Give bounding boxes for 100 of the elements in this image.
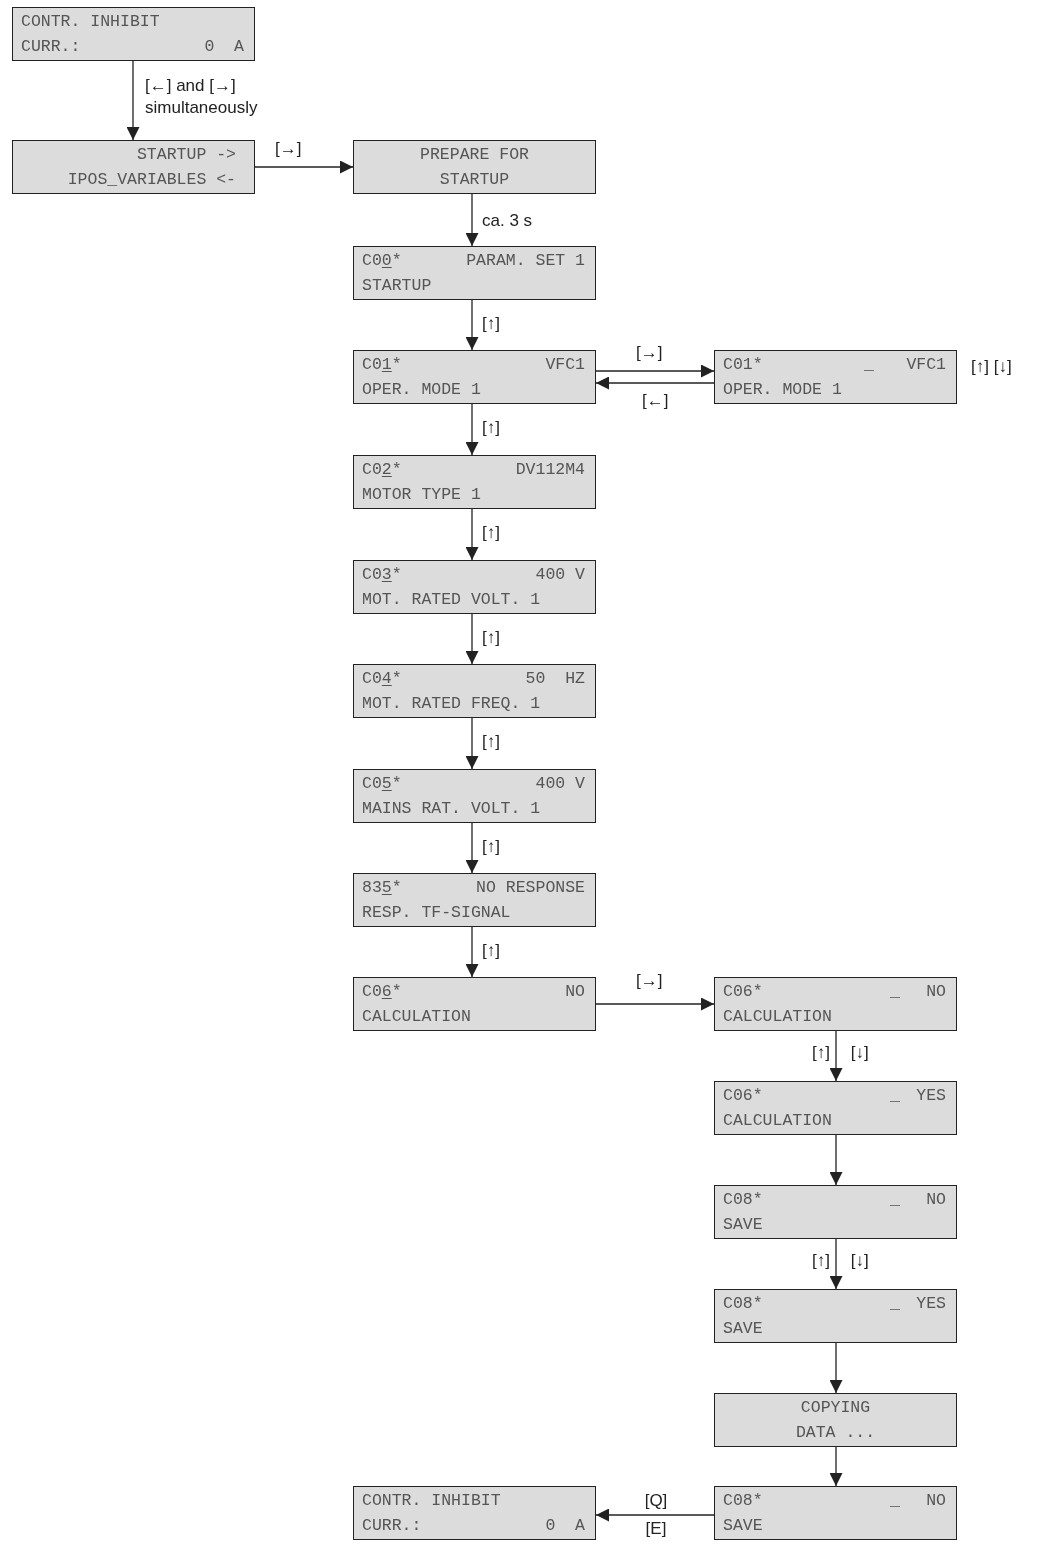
display-text: NO [926, 982, 946, 1002]
lcd-display [353, 769, 596, 823]
display-text: 50 HZ [525, 669, 585, 689]
edge-label: [↑] [482, 731, 500, 753]
display-text: C01* [723, 355, 763, 375]
lcd-display [353, 246, 596, 300]
edge-label: [↑] [↓] [812, 1042, 869, 1064]
arrow [465, 403, 479, 456]
arrow [829, 1030, 843, 1082]
display-text: COPYING [799, 1398, 872, 1418]
edge-label: [↑] [482, 836, 500, 858]
edge-label: [↑] [↓] [812, 1250, 869, 1272]
display-text: MOT. RATED FREQ. 1 [362, 694, 541, 714]
edge-label: [→] [636, 342, 663, 364]
display-text: MOTOR TYPE 1 [362, 485, 481, 505]
display-text: _ [890, 1086, 900, 1106]
display-text: _ [890, 1294, 900, 1314]
edge-label: [←] [642, 390, 669, 412]
arrow [465, 822, 479, 874]
display-text: OPER. MODE 1 [723, 380, 842, 400]
arrow [126, 60, 140, 141]
display-text: 400 V [535, 774, 585, 794]
edge-label: [↑] [482, 417, 500, 439]
arrow [465, 508, 479, 561]
lcd-display [12, 140, 255, 194]
arrow [829, 1134, 843, 1186]
lcd-display [353, 140, 596, 194]
display-text: 0 A [545, 1516, 585, 1536]
display-text: DATA ... [794, 1423, 877, 1443]
edge-label: [↑] [482, 313, 500, 335]
edge-label: [Q] [E] [643, 1490, 669, 1540]
lcd-display [714, 1289, 957, 1343]
display-text: 0 A [204, 37, 244, 57]
display-text: NO [926, 1491, 946, 1511]
display-text: C08* [723, 1190, 763, 1210]
lcd-display [714, 1486, 957, 1540]
lcd-display [353, 560, 596, 614]
display-text: VFC1 [906, 355, 946, 375]
display-text: C08* [723, 1491, 763, 1511]
display-text: PREPARE FOR [419, 145, 530, 165]
display-text: SAVE [723, 1215, 763, 1235]
display-text: 835* [362, 878, 402, 898]
display-text: _ [864, 355, 874, 375]
display-text: SAVE [723, 1319, 763, 1339]
display-text: YES [916, 1086, 946, 1106]
display-text: C06* [362, 982, 402, 1002]
display-text: C08* [723, 1294, 763, 1314]
lcd-display [12, 7, 255, 61]
display-text: CURR.: [362, 1516, 422, 1536]
lcd-display [353, 873, 596, 927]
arrow [829, 1238, 843, 1290]
display-text: CONTR. INHIBIT [21, 12, 160, 32]
display-text: OPER. MODE 1 [362, 380, 481, 400]
display-text: STARTUP -> [136, 145, 236, 165]
edge-label: [←] and [→] simultaneously [145, 75, 259, 119]
display-text: IPOS_VARIABLES <- [67, 170, 236, 190]
display-text: C04* [362, 669, 402, 689]
display-text: 400 V [535, 565, 585, 585]
lcd-display [714, 1393, 957, 1447]
arrow [465, 613, 479, 665]
arrow [465, 717, 479, 770]
display-text: C02* [362, 460, 402, 480]
display-text: STARTUP [362, 276, 432, 296]
display-text: NO [926, 1190, 946, 1210]
display-text: CALCULATION [362, 1007, 471, 1027]
display-text: RESP. TF-SIGNAL [362, 903, 511, 923]
edge-label: ca. 3 s [482, 210, 533, 232]
display-text: DV112M4 [515, 460, 585, 480]
display-text: CONTR. INHIBIT [362, 1491, 501, 1511]
display-text: MAINS RAT. VOLT. 1 [362, 799, 541, 819]
lcd-display [714, 1185, 957, 1239]
arrow [465, 193, 479, 247]
lcd-display [353, 1486, 596, 1540]
lcd-display [353, 977, 596, 1031]
display-text: SAVE [723, 1516, 763, 1536]
key-label: [↑] [↓] [971, 356, 1012, 378]
display-text: MOT. RATED VOLT. 1 [362, 590, 541, 610]
arrow [595, 364, 715, 378]
display-text: C05* [362, 774, 402, 794]
lcd-display [353, 664, 596, 718]
edge-label: [↑] [482, 522, 500, 544]
lcd-display [353, 455, 596, 509]
edge-label: [→] [636, 970, 663, 992]
display-text: PARAM. SET 1 [466, 251, 585, 271]
display-text: STARTUP [438, 170, 511, 190]
lcd-display [714, 350, 957, 404]
display-text: CALCULATION [723, 1007, 832, 1027]
display-text: NO RESPONSE [476, 878, 585, 898]
arrow [829, 1342, 843, 1394]
arrow [829, 1446, 843, 1487]
display-text: C06* [723, 1086, 763, 1106]
arrow [254, 160, 354, 174]
display-text: C03* [362, 565, 402, 585]
display-text: NO [565, 982, 585, 1002]
display-text: VFC1 [545, 355, 585, 375]
arrow [595, 1508, 715, 1522]
edge-label: [→] [275, 138, 302, 160]
display-text: C06* [723, 982, 763, 1002]
display-text: C01* [362, 355, 402, 375]
lcd-display [353, 350, 596, 404]
